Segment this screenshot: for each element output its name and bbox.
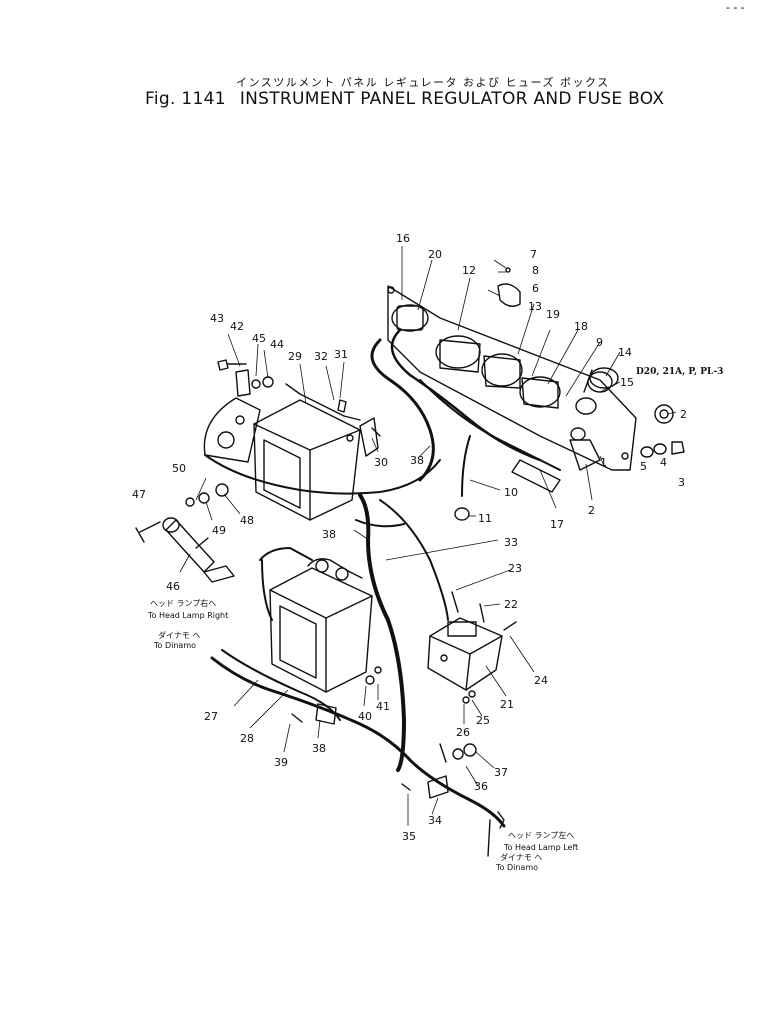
callout-34: 34 — [428, 814, 442, 827]
callout-47: 47 — [132, 488, 146, 501]
callout-6: 6 — [532, 282, 539, 295]
callout-26: 26 — [456, 726, 470, 739]
callout-22: 22 — [504, 598, 518, 611]
condenser-46 — [162, 517, 235, 583]
callout-32: 32 — [314, 350, 328, 363]
callout-23: 23 — [508, 562, 522, 575]
figure-title: Fig. 1141 INSTRUMENT PANEL REGULATOR AND … — [145, 89, 664, 109]
callout-11: 11 — [478, 512, 492, 525]
callout-10: 10 — [504, 486, 518, 499]
fuse-box — [427, 617, 503, 691]
note-dinamo-bottom: To Dinamo — [495, 863, 538, 872]
callout-16: 16 — [396, 232, 410, 245]
note-dinamo-left-jp: ダイナモ へ — [158, 630, 200, 640]
callout-38c: 38 — [312, 742, 326, 755]
callout-2: 2 — [680, 408, 687, 421]
callout-30: 30 — [374, 456, 388, 469]
figure-title-text: INSTRUMENT PANEL REGULATOR AND FUSE BOX — [239, 89, 665, 109]
callout-42: 42 — [230, 320, 244, 333]
callout-3: 3 — [678, 476, 685, 489]
callout-45: 45 — [252, 332, 266, 345]
callout-2b: 2 — [588, 504, 595, 517]
callout-40: 40 — [358, 710, 372, 723]
note-head-lamp-right-jp: ヘッド ランプ右へ — [150, 598, 216, 608]
left-panel — [203, 397, 261, 463]
note-dinamo-bottom-jp: ダイナモ へ — [500, 852, 542, 862]
callout-5: 5 — [640, 460, 647, 473]
callout-38a: 38 — [410, 454, 424, 467]
callout-36: 36 — [474, 780, 488, 793]
callout-35: 35 — [402, 830, 416, 843]
note-head-lamp-left-jp: ヘッド ランプ左へ — [508, 830, 574, 840]
callout-43: 43 — [210, 312, 224, 325]
gauge-cluster — [391, 304, 613, 441]
callout-9: 9 — [596, 336, 603, 349]
callout-24: 24 — [534, 674, 548, 687]
callout-18: 18 — [574, 320, 588, 333]
callout-21: 21 — [500, 698, 514, 711]
callout-28: 28 — [240, 732, 254, 745]
note-head-lamp-right: To Head Lamp Right — [147, 611, 228, 620]
callout-38b: 38 — [322, 528, 336, 541]
callout-20: 20 — [428, 248, 442, 261]
callout-48: 48 — [240, 514, 254, 527]
instrument-panel-plate — [387, 285, 637, 471]
callout-29: 29 — [288, 350, 302, 363]
callout-41: 41 — [376, 700, 390, 713]
callout-25: 25 — [476, 714, 490, 727]
callout-17: 17 — [550, 518, 564, 531]
model-note: D20, 21A, P, PL-3 — [636, 367, 723, 377]
callout-12: 12 — [462, 264, 476, 277]
callout-50: 50 — [172, 462, 186, 475]
callout-49: 49 — [212, 524, 226, 537]
callout-14: 14 — [618, 346, 632, 359]
callout-44: 44 — [270, 338, 284, 351]
callout-4: 4 — [660, 456, 667, 469]
note-head-lamp-left: To Head Lamp Left — [503, 843, 578, 852]
japanese-title: インスツルメント パネル レギュレータ および ヒューズ ボックス — [236, 76, 610, 89]
callout-7: 7 — [530, 248, 537, 261]
callout-33: 33 — [504, 536, 518, 549]
callout-31: 31 — [334, 348, 348, 361]
callout-37: 37 — [494, 766, 508, 779]
callout-1: 1 — [600, 456, 607, 469]
corner-mark: - - - — [726, 0, 745, 14]
callout-15: 15 — [620, 376, 634, 389]
upper-regulator — [253, 383, 361, 521]
callout-46: 46 — [166, 580, 180, 593]
callout-8: 8 — [532, 264, 539, 277]
callout-13: 13 — [528, 300, 542, 313]
callout-27: 27 — [204, 710, 218, 723]
lower-regulator — [259, 547, 373, 693]
callout-39: 39 — [274, 756, 288, 769]
figure-number: Fig. 1141 — [145, 89, 226, 109]
note-dinamo-left: To Dinamo — [153, 641, 196, 650]
callout-19: 19 — [546, 308, 560, 321]
